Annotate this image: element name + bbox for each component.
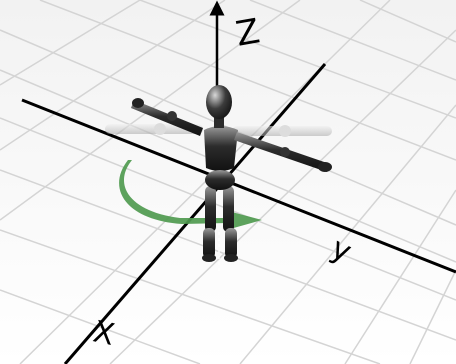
coordinate-system-diagram: Z y X (0, 0, 456, 364)
